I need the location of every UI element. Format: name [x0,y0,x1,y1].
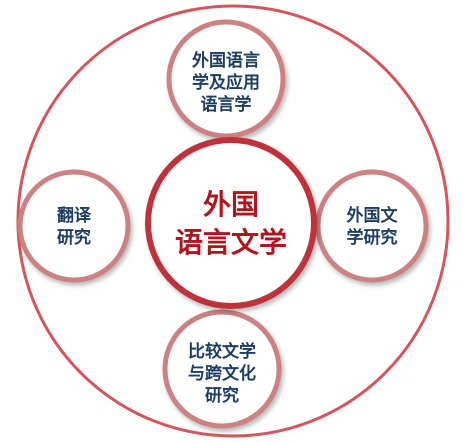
center-node: 外国 语言文学 [145,137,317,309]
bottom-node: 比较文学 与跨文化 研究 [162,309,282,429]
top-node-line1: 外国语言 [192,50,260,71]
left-node: 翻译 研究 [17,169,131,283]
right-node-line1: 外国文 [347,205,399,226]
top-node-circle [166,19,286,139]
right-node-line2: 学研究 [347,227,398,248]
bottom-node-line3: 研究 [205,385,239,406]
left-node-line2: 研究 [57,227,91,248]
left-node-circle [17,169,131,283]
bottom-node-circle [162,309,282,429]
top-node-line3: 语言学 [201,94,252,115]
top-node: 外国语言 学及应用 语言学 [166,19,286,139]
right-node: 外国文 学研究 [315,169,429,283]
bottom-node-line1: 比较文学 [188,341,256,362]
bottom-node-line2: 与跨文化 [188,363,256,384]
center-node-line1: 外国 [203,188,259,221]
right-node-circle [315,169,429,283]
top-node-line2: 学及应用 [192,72,260,93]
center-node-line2: 语言文学 [175,226,287,259]
center-node-circle [145,137,317,309]
left-node-line1: 翻译 [57,205,92,226]
